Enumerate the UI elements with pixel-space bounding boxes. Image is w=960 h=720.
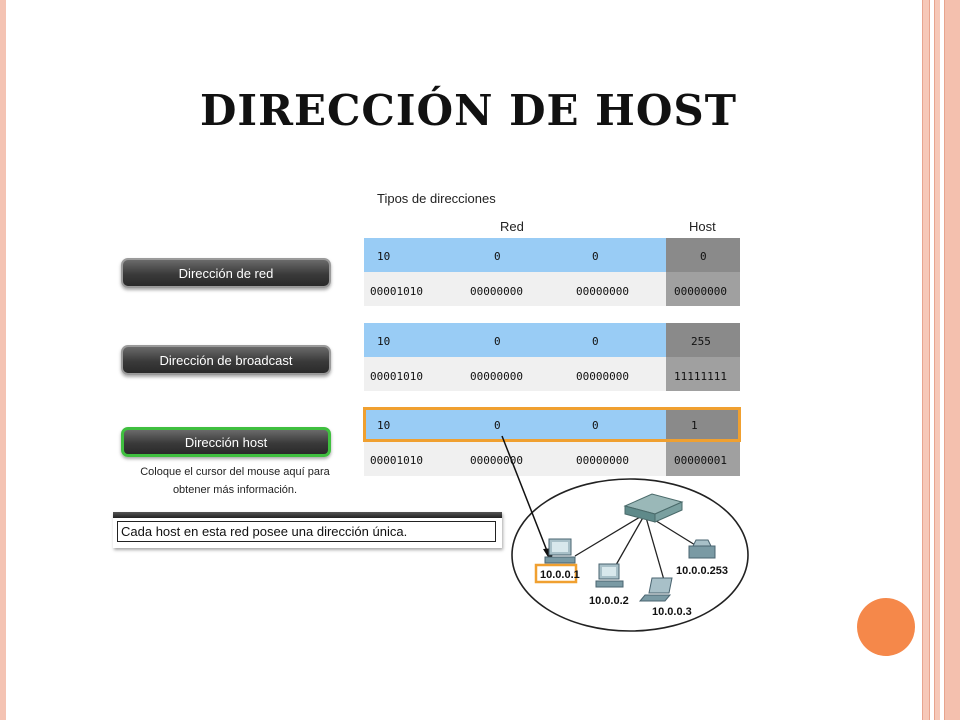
laptop-icon [638,577,673,602]
pointer-arrow [501,435,550,557]
network-ellipse [511,478,749,632]
table-cell: 0 [494,335,501,348]
info-popup-bar [113,512,502,518]
table-cell: 00001010 [370,454,423,467]
network-links [574,513,701,581]
table-cell: 0 [592,419,599,432]
header-red: Red [500,219,524,234]
slide-right-border [944,0,960,720]
table-cell: 00000000 [470,370,523,383]
host-cell [666,272,740,306]
table-cell: 0 [494,419,501,432]
info-popup: Cada host en esta red posee una direcció… [113,512,502,548]
table-cell: 10 [377,335,391,348]
host-cell [666,408,740,442]
table-cell: 00000000 [576,285,629,298]
border-line [934,0,935,720]
table-cell: 10 [377,419,391,432]
border-line [929,0,930,720]
table-cell: 1 [691,419,698,432]
network-address-button[interactable]: Dirección de red [121,258,331,288]
host-cell [666,238,740,272]
switch-icon [623,493,684,523]
header-host: Host [689,219,716,234]
host-highlight-box [534,563,578,584]
host-ip-label: 10.0.0.2 [589,595,629,607]
table-cell: 00000001 [674,454,727,467]
table-cell: 00001010 [370,285,423,298]
decorative-orange-circle [857,598,915,656]
table-cell: 00000000 [576,454,629,467]
border-line [922,0,923,720]
table-cell: 00000000 [674,285,727,298]
border-line [944,0,945,720]
host-ip-label: 10.0.0.1 [540,569,580,581]
broadcast-address-button[interactable]: Dirección de broadcast [121,345,331,375]
highlight-box [363,407,741,442]
slide-right-border [922,0,930,720]
slide-right-border [934,0,940,720]
host-cell [666,357,740,391]
table-cell: 00000000 [470,285,523,298]
slide-title: Dirección de host [200,86,737,135]
slide-left-border [0,0,6,720]
hover-hint: Coloque el cursor del mouse aquí para ob… [140,466,330,496]
table-cell: 0 [592,335,599,348]
table-cell: 11111111 [674,370,727,383]
host-cell [666,323,740,357]
host-address-button[interactable]: Dirección host [121,427,331,457]
table-cell: 00000000 [576,370,629,383]
table-caption: Tipos de direcciones [377,191,496,206]
host-ip-label: 10.0.0.3 [652,606,692,618]
info-text: Cada host en esta red posee una direcció… [117,521,496,542]
printer-icon [688,539,716,559]
table-cell: 255 [691,335,711,348]
host-cell [666,442,740,476]
table-cell: 10 [377,250,391,263]
host-ip-label: 10.0.0.253 [676,565,728,577]
computer-icon [544,538,576,564]
table-cell: 0 [700,250,707,263]
table-cell: 00001010 [370,370,423,383]
table-cell: 0 [494,250,501,263]
computer-icon [595,563,624,588]
table-cell: 0 [592,250,599,263]
